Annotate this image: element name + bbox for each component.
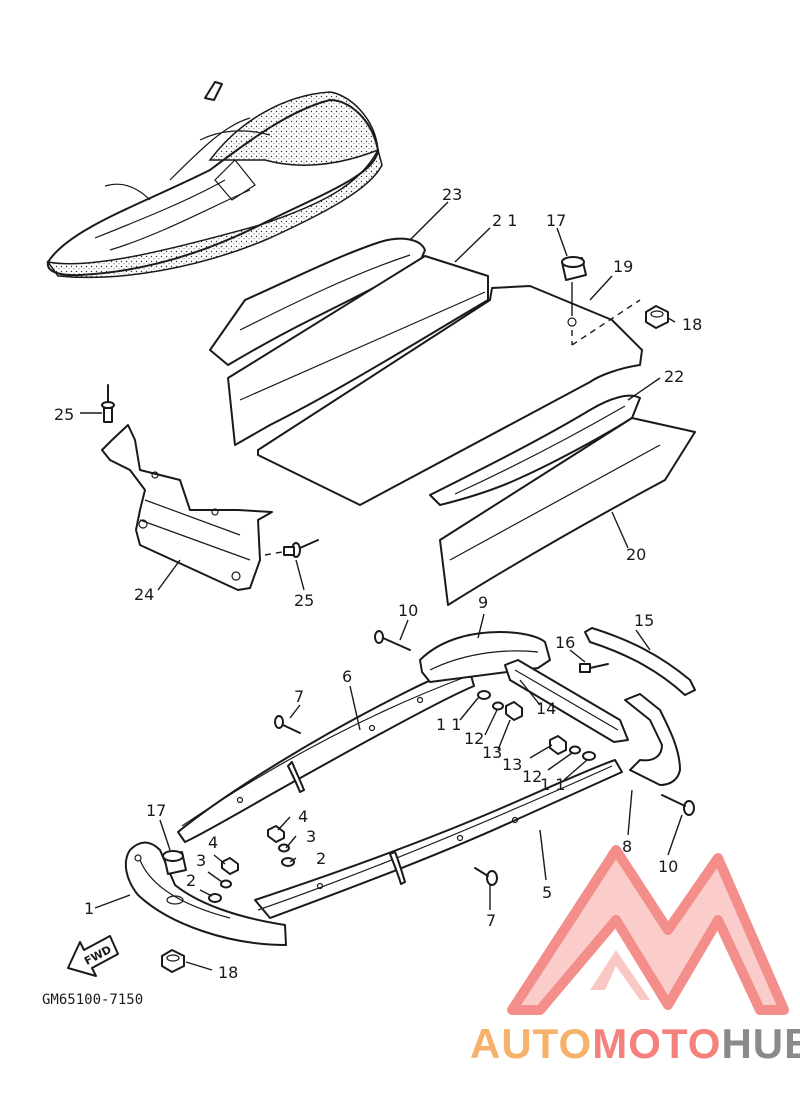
- callout-23: 23: [442, 185, 462, 204]
- callout-2-right: 2: [316, 849, 326, 868]
- bolt-10-left: [374, 630, 411, 651]
- callout-15: 15: [634, 611, 654, 630]
- strip-15: [584, 627, 696, 696]
- nut-18-top: [645, 305, 669, 329]
- callout-3-left: 3: [196, 851, 206, 870]
- callout-1: 1: [84, 899, 94, 918]
- callout-2-left: 2: [186, 871, 196, 890]
- callout-14: 14: [536, 699, 556, 718]
- callout-10-top: 10: [398, 601, 418, 620]
- brand-part3: HUB: [721, 1020, 800, 1067]
- plug-grommet-17-bottom: [162, 850, 187, 905]
- rail-5: [254, 759, 623, 919]
- callout-10-bottom: 10: [658, 857, 678, 876]
- nut-18-bottom: [161, 949, 185, 973]
- callout-17-bottom: 17: [146, 801, 166, 820]
- callout-13-right: 13: [502, 755, 522, 774]
- callout-25-right: 25: [294, 591, 314, 610]
- callout-4-left: 4: [208, 833, 218, 852]
- rivet-25-left: [101, 384, 115, 423]
- leader-lines: [80, 201, 683, 971]
- callout-6: 6: [342, 667, 352, 686]
- callout-12-right: 12: [522, 767, 542, 786]
- rail-6: [177, 669, 475, 843]
- callout-18-bottom: 18: [218, 963, 238, 982]
- callout-19: 19: [613, 257, 633, 276]
- callout-7-top: 7: [294, 687, 304, 706]
- callout-21: 2 1: [492, 211, 517, 230]
- deck-mat-21: [227, 255, 489, 446]
- drawing-code: GM65100-7150: [42, 992, 143, 1008]
- brand-part2: MOTO: [592, 1020, 722, 1067]
- callout-18-top: 18: [682, 315, 702, 334]
- callout-3-right: 3: [306, 827, 316, 846]
- callout-5: 5: [542, 883, 552, 902]
- watercraft-overview: [46, 81, 383, 279]
- callout-24: 24: [134, 585, 154, 604]
- rivet-16: [579, 663, 609, 673]
- callout-22: 22: [664, 367, 684, 386]
- callout-16: 16: [555, 633, 575, 652]
- callout-25-left: 25: [54, 405, 74, 424]
- screw-7-right: [474, 867, 498, 886]
- watermark-wordmark: AUTOMOTOHUB: [470, 1014, 800, 1074]
- rail-14: [504, 659, 629, 743]
- rivet-25-right: [283, 539, 319, 558]
- callout-9: 9: [478, 593, 488, 612]
- callout-8: 8: [622, 837, 632, 856]
- bracket-24: [101, 424, 273, 591]
- watermark-logo: [507, 845, 789, 1015]
- deck-mat-20: [439, 417, 696, 606]
- callout-11-right: 1 1: [540, 775, 565, 794]
- rear-bumper-8: [624, 693, 681, 786]
- screw-7-left: [274, 715, 301, 734]
- washers-nuts-center: [477, 690, 596, 761]
- callout-12-left: 12: [464, 729, 484, 748]
- floor-mat-19: [257, 285, 643, 506]
- bolt-10-right: [661, 794, 695, 816]
- callout-17-top: 17: [546, 211, 566, 230]
- fwd-arrow: FWD: [67, 935, 119, 977]
- callout-labels: 23 2 1 17 19 18 22 20 25 24 25 10 9 15 1…: [54, 185, 702, 982]
- callout-11-left: 1 1: [436, 715, 461, 734]
- brand-part1: AUTO: [470, 1020, 593, 1067]
- plug-grommet-17-top: [561, 256, 587, 281]
- callout-20: 20: [626, 545, 646, 564]
- callout-7-bottom: 7: [486, 911, 496, 930]
- callout-13-left: 13: [482, 743, 502, 762]
- callout-4-right: 4: [298, 807, 308, 826]
